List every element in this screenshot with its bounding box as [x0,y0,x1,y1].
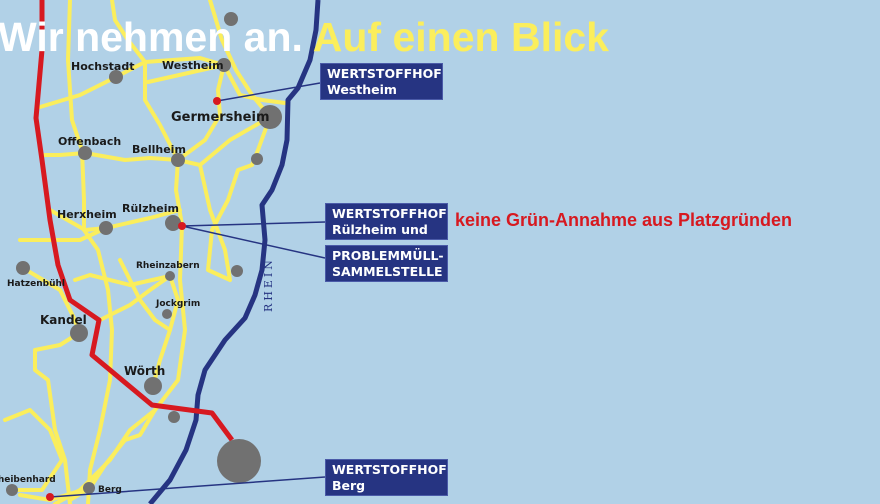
town-label: Wörth [124,364,165,378]
town-marker [217,439,261,483]
callout-line2: Westheim [327,82,397,97]
road [118,258,172,332]
title-part2: Auf einen Blick [312,14,609,60]
river-rhein [148,0,321,504]
road [73,273,180,388]
facility-marker-berg [46,493,54,501]
town-marker [16,261,30,275]
road [146,63,287,105]
town-marker [109,70,123,84]
leader-line [181,221,326,227]
callout-line2: SAMMELSTELLE [332,264,443,279]
town-marker [78,146,92,160]
leader-lines [49,82,326,498]
road [198,115,272,282]
title-part1: Wir nehmen an. [0,14,303,60]
town-label: Rülzheim [122,202,179,215]
callout-line1: WERTSTOFFHOF [332,462,447,477]
town-label: Bellheim [132,143,186,156]
road [18,226,108,242]
facility-markers [46,97,221,501]
leader-line [49,476,326,498]
leader-line [216,82,321,102]
town-label: Hatzenbühl [7,279,65,289]
road [21,266,81,504]
road [176,63,226,162]
town-label: Jockgrim [155,299,200,309]
town-label: Offenbach [58,135,121,148]
town-label: Rheinzabern [136,261,200,271]
town-marker [231,265,243,277]
town-markers [6,12,282,496]
callout-line1: PROBLEMMÜLL- [332,248,444,263]
callout-line2: Berg [332,478,366,493]
town-label: Herxheim [57,208,117,221]
road [66,0,114,504]
road [208,0,272,119]
town-label: Germersheim [171,110,269,125]
town-marker [83,482,95,494]
town-labels: Hochstadt Westheim Germersheim Offenbach… [0,59,269,495]
town-marker [168,411,180,423]
road [3,408,64,492]
callout-line2: Rülzheim und [332,222,428,237]
town-label: Berg [98,485,122,495]
town-marker [217,58,231,72]
facility-marker-westheim [213,97,221,105]
town-marker [258,105,282,129]
river-label: RHEIN [262,257,275,312]
green-waste-note: keine Grün-Annahme aus Platzgründen [455,210,793,230]
callout-line1: WERTSTOFFHOF [327,66,442,81]
town-label: Scheibenhard [0,475,56,485]
highway [33,0,235,442]
town-marker [70,324,88,342]
callout-wertstoffhof-westheim: WERTSTOFFHOF Westheim [320,63,443,100]
town-label: Hochstadt [71,60,134,73]
town-marker [165,215,181,231]
callout-line1: WERTSTOFFHOF [332,206,447,221]
facility-marker-ruelzheim [178,222,186,230]
callout-wertstoffhof-berg: WERTSTOFFHOF Berg [325,459,448,496]
town-marker [144,377,162,395]
callout-problemmuell-sammelstelle: PROBLEMMÜLL- SAMMELSTELLE [325,245,448,282]
town-label: Kandel [40,313,87,327]
road [38,56,226,109]
leader-line [181,225,326,259]
town-marker [6,484,18,496]
town-marker [251,153,263,165]
town-marker [99,221,113,235]
town-marker [162,309,172,319]
page-title: Wir nehmen an. Auf einen Blick [0,14,609,61]
town-marker [224,12,238,26]
road [43,115,272,167]
roads [3,0,287,504]
town-marker [171,153,185,167]
town-marker [165,271,175,281]
callout-wertstoffhof-ruelzheim: WERTSTOFFHOF Rülzheim und [325,203,448,240]
town-label: Westheim [162,59,224,72]
